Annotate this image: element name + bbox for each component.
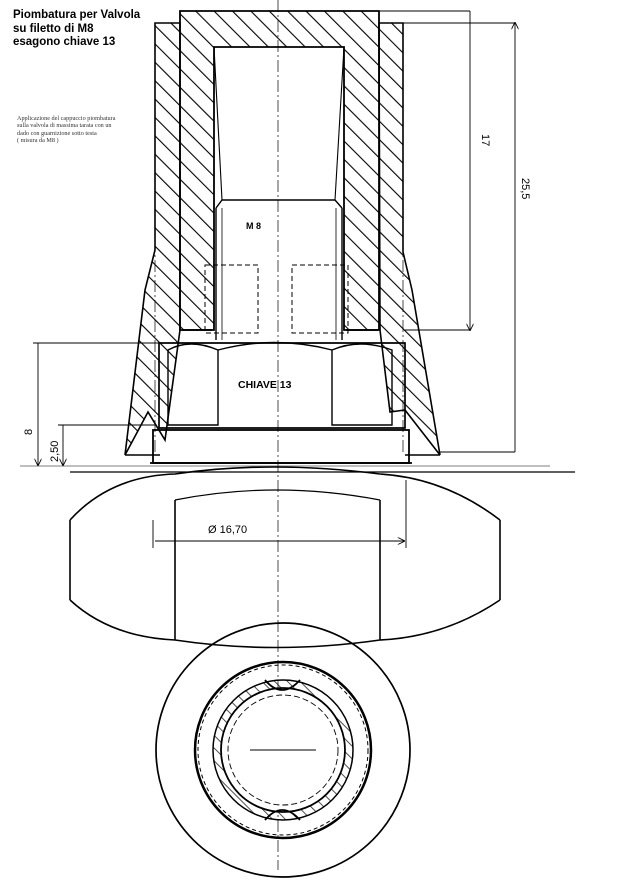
seal-cap [179, 10, 380, 331]
note-line-4: ( misura da M8 ) [17, 137, 59, 145]
washer [150, 429, 412, 464]
note-line-1: Applicazione del cappuccio piombatura [17, 115, 116, 122]
title-line-3: esagono chiave 13 [13, 36, 116, 48]
valve-body-hex [69, 466, 575, 649]
hex-nut [158, 341, 406, 429]
title-line-1: Piombatura per Valvola [13, 9, 141, 21]
drawing-title: Piombatura per Valvola su filetto di M8 … [13, 9, 163, 50]
dim-total-height: 25,5 [519, 178, 531, 199]
threaded-stud [204, 199, 349, 340]
dim-nut-height: 8 [23, 429, 35, 435]
outer-sleeve-body [124, 22, 441, 456]
application-note: Applicazione del cappuccio piombatura su… [17, 115, 157, 145]
dimension-lines [20, 10, 550, 548]
top-view [155, 622, 411, 878]
dim-cap-height: 17 [479, 134, 491, 146]
thread-label: M 8 [246, 221, 261, 231]
dim-diameter: Ø 16,70 [208, 524, 247, 536]
dim-washer-height: 2,50 [49, 441, 61, 462]
nut-label: CHIAVE 13 [238, 379, 292, 391]
title-line-2: su filetto di M8 [13, 22, 94, 35]
note-line-2: sulla valvola di massima tarata con un [17, 122, 112, 130]
note-line-3: dado con guarnizione sotto testa [17, 129, 97, 137]
